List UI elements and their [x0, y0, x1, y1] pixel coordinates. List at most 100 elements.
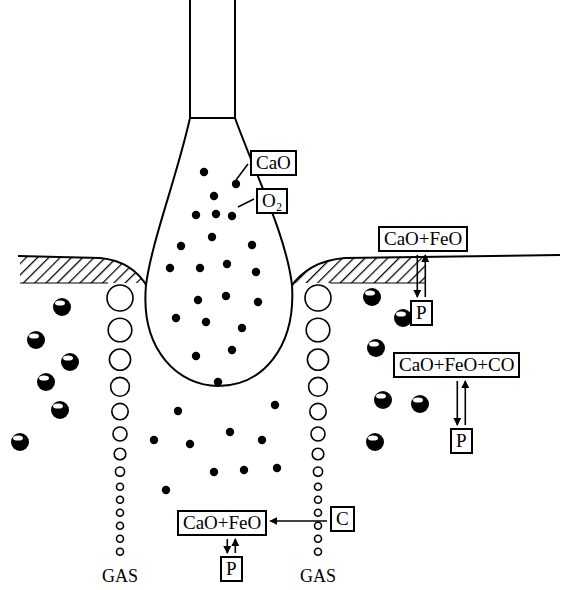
- droplet-highlight: [368, 435, 378, 440]
- arrow-line: [226, 539, 228, 553]
- box-text: O₂: [262, 190, 282, 211]
- slag-droplet: [374, 391, 392, 409]
- gas-bubble: [305, 285, 331, 311]
- lime-particle: [273, 464, 281, 472]
- lime-particle: [258, 436, 266, 444]
- lime-particle: [200, 168, 208, 176]
- gas-bubble: [112, 403, 128, 419]
- reaction-arrow: [270, 521, 327, 522]
- gas-bubble: [315, 496, 322, 503]
- box-text: CaO+FeO: [384, 228, 462, 249]
- slag-droplet: [11, 433, 29, 451]
- lime-particle: [174, 407, 182, 415]
- gas-bubble: [311, 427, 325, 441]
- lime-particle: [223, 260, 231, 268]
- slag-layer: [20, 256, 146, 283]
- droplet-highlight: [13, 435, 23, 440]
- oxygen-jet: [145, 118, 292, 386]
- slag-droplet: [61, 353, 79, 371]
- gas-bubble: [309, 377, 328, 396]
- droplet-highlight: [39, 375, 49, 380]
- gas-bubble: [117, 522, 124, 529]
- gas-bubble: [117, 483, 124, 490]
- bath-surface: [18, 256, 148, 288]
- gas-label: GAS: [299, 566, 337, 586]
- lime-particle: [254, 298, 262, 306]
- lime-particle: [192, 352, 200, 360]
- reaction-arrow: [227, 539, 235, 553]
- lime-particle: [228, 212, 236, 220]
- slag-bottom: [330, 283, 425, 284]
- gas-label: GAS: [101, 566, 139, 586]
- gas-bubble: [109, 349, 130, 370]
- gas-bubble: [117, 509, 124, 516]
- arrow-line: [234, 539, 236, 553]
- label-box: O₂: [256, 188, 288, 214]
- label-box: P: [220, 556, 243, 582]
- lime-particle: [172, 314, 180, 322]
- label-box: CaO+FeO: [378, 226, 468, 252]
- arrow-line: [456, 381, 458, 425]
- reaction-arrow: [457, 381, 465, 425]
- gas-bubble: [313, 467, 322, 476]
- label-box: CaO: [250, 150, 297, 176]
- box-text: CaO+FeO: [183, 512, 261, 533]
- droplet-highlight: [376, 393, 386, 398]
- label-box: C: [330, 506, 355, 532]
- gas-bubble: [306, 318, 330, 342]
- lime-particle: [232, 180, 240, 188]
- slag-droplet: [363, 288, 381, 306]
- slag-droplet: [411, 395, 429, 413]
- gas-bubble: [117, 535, 124, 542]
- arrow-line: [270, 520, 327, 522]
- lime-particle: [222, 292, 230, 300]
- gas-bubble: [117, 548, 124, 555]
- slag-droplet: [27, 331, 45, 349]
- gas-bubble: [315, 509, 322, 516]
- lime-particle: [162, 486, 170, 494]
- lime-particle: [238, 324, 246, 332]
- lime-particle: [228, 346, 236, 354]
- lime-particle: [166, 264, 174, 272]
- lime-particle: [210, 192, 218, 200]
- gas-bubble: [114, 448, 126, 460]
- gas-bubble: [307, 349, 328, 370]
- droplet-highlight: [396, 311, 406, 316]
- box-text: P: [226, 558, 237, 579]
- slag-bottom: [20, 283, 108, 284]
- gas-bubble: [107, 285, 133, 311]
- leader-line: [236, 164, 248, 180]
- droplet-highlight: [55, 300, 65, 305]
- droplet-highlight: [29, 333, 39, 338]
- lime-particle: [177, 242, 185, 250]
- lime-particle: [252, 268, 260, 276]
- arrow-line: [464, 381, 466, 425]
- gas-bubble: [315, 535, 322, 542]
- gas-bubble: [113, 427, 127, 441]
- lime-particle: [194, 296, 202, 304]
- slag-droplet: [37, 373, 55, 391]
- box-text: CaO+FeO+CO: [399, 354, 514, 375]
- lime-particle: [212, 210, 220, 218]
- slag-layer: [292, 256, 425, 283]
- particles: [11, 168, 429, 556]
- arrow-line: [424, 255, 426, 297]
- slag-droplet: [367, 339, 385, 357]
- label-box: CaO+FeO+CO: [393, 352, 520, 378]
- gas-bubble: [315, 483, 322, 490]
- lime-particle: [202, 318, 210, 326]
- reaction-arrow: [417, 255, 425, 297]
- gas-bubble: [315, 522, 322, 529]
- box-text: C: [336, 508, 349, 529]
- label-box: P: [450, 428, 473, 454]
- lime-particle: [248, 241, 256, 249]
- slag-droplet: [53, 298, 71, 316]
- box-text: P: [416, 302, 427, 323]
- gas-bubble: [108, 318, 132, 342]
- lime-particle: [240, 466, 248, 474]
- arrow-line: [416, 255, 418, 297]
- lime-particle: [196, 264, 204, 272]
